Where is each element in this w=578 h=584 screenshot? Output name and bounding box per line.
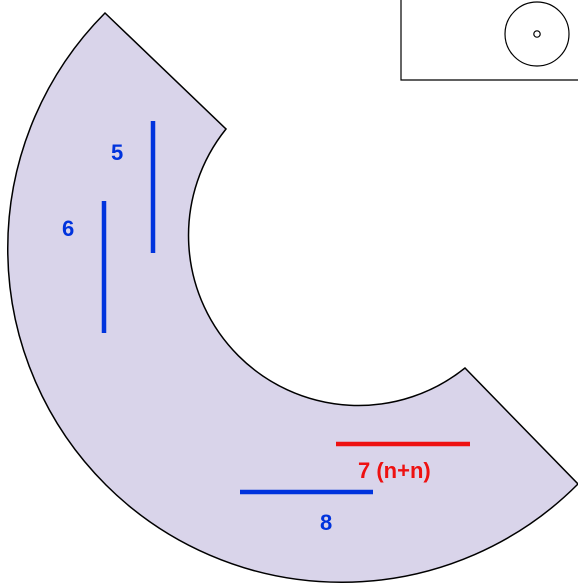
- segment-7-label: 7 (n+n): [358, 458, 431, 483]
- circle-with-dot-icon: [504, 1, 570, 67]
- segment-6-label: 6: [62, 216, 74, 241]
- inset-box-border: [400, 0, 578, 81]
- segment-5-label: 5: [111, 140, 123, 165]
- ring-sector: [7, 11, 578, 583]
- inset-box: [400, 0, 578, 81]
- segment-8-label: 8: [320, 510, 332, 535]
